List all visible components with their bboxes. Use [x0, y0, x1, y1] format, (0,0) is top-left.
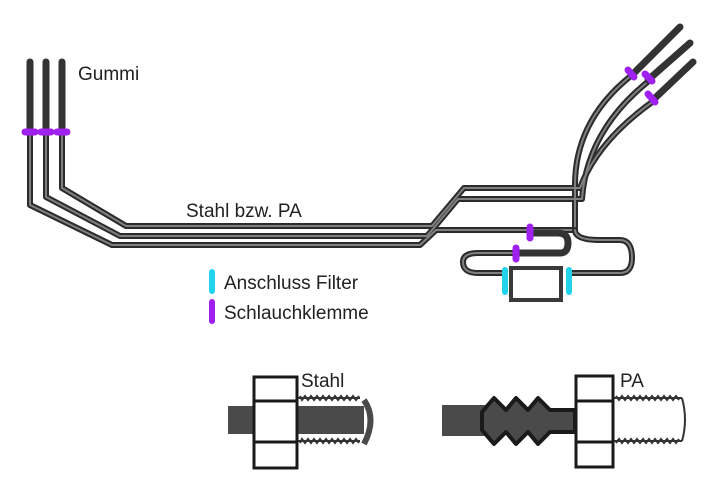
- legend: Anschluss Filter Schlauchklemme: [209, 269, 369, 324]
- hose-clamps: [21, 66, 659, 263]
- hose-clamp: [644, 90, 659, 106]
- rubber-hoses-right: [628, 23, 697, 103]
- pa-fitting-detail: [442, 374, 686, 469]
- pipe-line-2: [43, 77, 653, 239]
- label-rubber: Gummi: [78, 64, 139, 85]
- rubber-hoses-left: [26, 58, 66, 136]
- filter-loop: [460, 227, 635, 276]
- steel-fitting-detail: [228, 375, 374, 470]
- pipe-bundle: [27, 72, 658, 248]
- label-steel-pa: Stahl bzw. PA: [186, 201, 302, 222]
- label-pa: PA: [620, 371, 644, 392]
- hose-clamp: [641, 70, 656, 85]
- label-steel: Stahl: [301, 371, 344, 392]
- filter-connectors: [502, 267, 572, 295]
- pipe-line-3: [59, 97, 658, 229]
- legend-label-hose-clamp: Schlauchklemme: [224, 303, 369, 324]
- rubber-hose-loop: [514, 229, 572, 257]
- legend-label-filter-connector: Anschluss Filter: [224, 273, 359, 294]
- hose-clamp: [624, 66, 638, 81]
- fuel-filter: [509, 266, 563, 302]
